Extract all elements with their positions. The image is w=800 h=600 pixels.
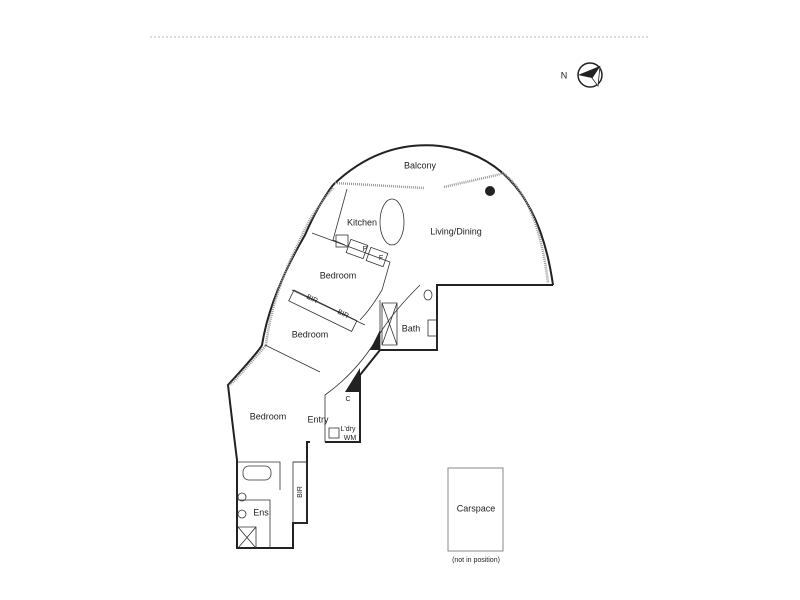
- room-label-balcony: Balcony: [404, 160, 437, 170]
- pantry-box: [345, 238, 369, 260]
- balcony-glass: [334, 171, 550, 284]
- room-label-living-dining: Living/Dining: [430, 226, 482, 236]
- room-label-bedroom-2: Bedroom: [292, 329, 329, 339]
- balcony-outline: [332, 144, 554, 286]
- room-label-kitchen: Kitchen: [347, 217, 377, 227]
- room-label-ensuite: Ens: [253, 507, 269, 517]
- compass-icon: [577, 62, 603, 88]
- room-label-laundry: L'dry: [341, 426, 356, 433]
- shaft-1: [370, 330, 380, 350]
- left-glazing: [229, 187, 334, 386]
- wm-box: [328, 427, 340, 439]
- cooktop: [335, 234, 349, 248]
- cupboard-label: C: [345, 396, 350, 403]
- shower: [237, 526, 257, 549]
- dining-table: [379, 198, 405, 246]
- exterior-wall: [226, 184, 553, 549]
- bir-label-3: BIR: [297, 486, 304, 498]
- fridge-box: [365, 246, 389, 268]
- basin: [237, 492, 247, 502]
- ens-bir-box: [292, 461, 308, 524]
- bath-shower: [381, 302, 398, 346]
- pantry-label: P: [363, 246, 368, 253]
- north-label: N: [561, 70, 568, 80]
- room-label-bath: Bath: [402, 323, 421, 333]
- carspace-note: (not in position): [452, 557, 500, 564]
- room-label-entry: Entry: [307, 414, 329, 424]
- bir-label-1: BIR: [305, 294, 319, 305]
- shaft-2: [345, 368, 360, 392]
- fridge-label: F: [379, 255, 383, 262]
- column: [485, 186, 495, 196]
- room-label-bedroom-1: Bedroom: [320, 270, 357, 280]
- bir-box: [288, 289, 358, 333]
- bath-toilet: [423, 289, 433, 301]
- basin: [237, 509, 247, 519]
- interior-walls: [237, 188, 438, 548]
- carspace-label: Carspace: [457, 503, 496, 513]
- bathtub: [242, 465, 272, 481]
- wm-label: WM: [344, 435, 357, 442]
- room-label-bedroom-3: Bedroom: [250, 411, 287, 421]
- carspace-box: [447, 467, 504, 552]
- bath-vanity: [427, 319, 438, 337]
- bir-label-2: BIR: [336, 309, 350, 320]
